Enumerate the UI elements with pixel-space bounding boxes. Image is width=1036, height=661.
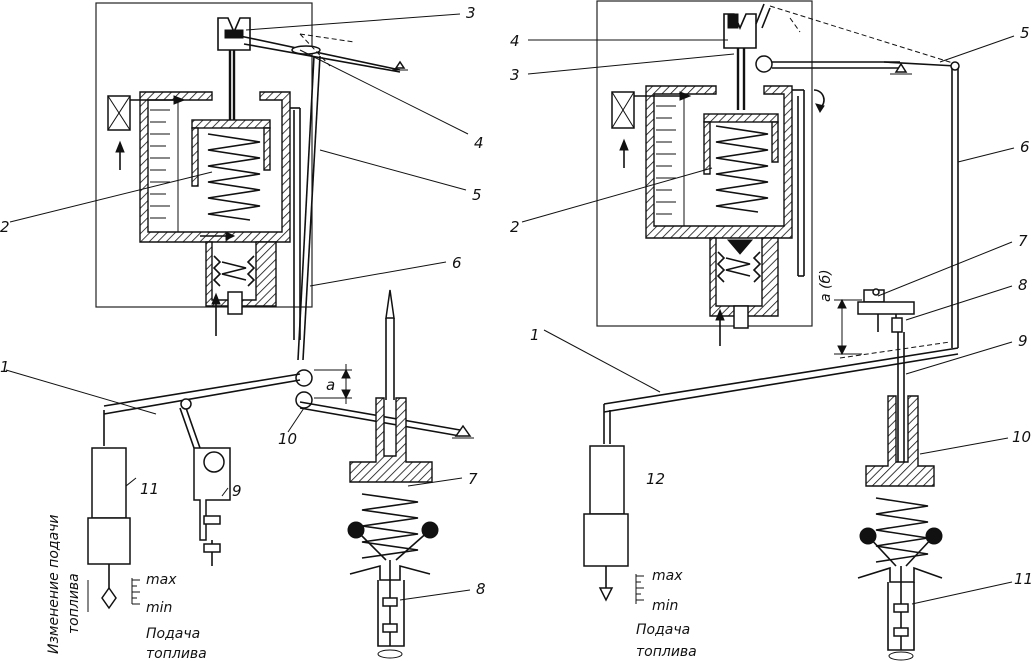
- left-callouts: 3 4 5 6 2 1 10 11 9 7 8 a max min Подача…: [0, 4, 486, 661]
- dimension-a-left: a: [326, 376, 335, 394]
- scale-max-left: max: [146, 572, 177, 588]
- scale-min-right: min: [652, 598, 678, 614]
- callout-10-right: 10: [1012, 428, 1031, 446]
- callout-7: 7: [468, 470, 478, 488]
- scale-min-left: min: [146, 600, 172, 616]
- callout-10: 10: [278, 430, 297, 448]
- callout-12-right: 12: [646, 470, 665, 488]
- callout-5-right: 5: [1020, 24, 1030, 42]
- callout-3-right: 3: [510, 66, 520, 84]
- callout-2: 2: [0, 218, 10, 236]
- left-boundary-frame: [95, 2, 313, 308]
- callout-3: 3: [466, 4, 476, 22]
- callout-1-right: 1: [530, 326, 540, 344]
- caption-right-line2: топлива: [636, 644, 697, 660]
- callout-7-right: 7: [1018, 232, 1028, 250]
- left-diagram: [87, 2, 474, 659]
- right-diagram: [583, 0, 960, 661]
- right-callouts: 4 3 5 6 2 7 8 1 9 10 12 11 a (б) max min…: [510, 24, 1033, 660]
- dimension-a-right: a (б): [818, 269, 834, 302]
- vertical-label-line1: Изменение подачи: [46, 514, 62, 654]
- callout-4: 4: [474, 134, 484, 152]
- right-callout-leaders: [521, 35, 1015, 605]
- callout-8-right: 8: [1018, 276, 1028, 294]
- callout-5: 5: [472, 186, 482, 204]
- callout-4-right: 4: [510, 32, 520, 50]
- caption-left-line1: Подача: [146, 626, 200, 642]
- callout-1: 1: [0, 358, 10, 376]
- callout-11-right: 11: [1014, 570, 1033, 588]
- left-callout-leaders: [5, 13, 471, 601]
- callout-6: 6: [452, 254, 462, 272]
- caption-right-line1: Подача: [636, 622, 690, 638]
- callout-9: 9: [232, 482, 242, 500]
- callout-11: 11: [140, 480, 159, 498]
- scale-max-right: max: [652, 568, 683, 584]
- caption-left-line2: топлива: [146, 646, 207, 661]
- vertical-label-line2: топлива: [66, 573, 82, 634]
- callout-6-right: 6: [1020, 138, 1030, 156]
- callout-9-right: 9: [1018, 332, 1028, 350]
- callout-2-right: 2: [510, 218, 520, 236]
- right-boundary-frame: [596, 0, 813, 327]
- callout-8: 8: [476, 580, 486, 598]
